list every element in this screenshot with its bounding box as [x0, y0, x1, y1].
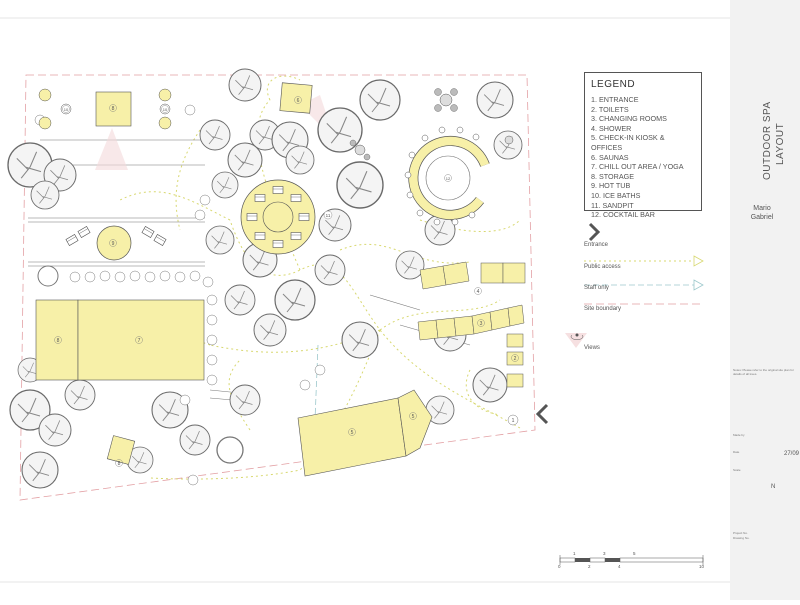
date-field: Date: [733, 450, 740, 454]
entrance-arrow-icon: [535, 403, 549, 425]
north-label: N: [771, 484, 776, 490]
legend-item: 2. TOILETS: [591, 104, 629, 114]
legend-item: 3. CHANGING ROOMS: [591, 114, 667, 124]
label-storage-3: 8: [118, 461, 121, 467]
legend-item: 4. SHOWER: [591, 123, 632, 133]
label-cocktail-bar: 12: [446, 176, 451, 181]
label-hot-tub: 9: [112, 241, 115, 247]
legend-item: 5. CHECK-IN KIOSK &: [591, 133, 665, 143]
scale-label-bottom-10: 10: [699, 564, 705, 569]
label-storage-2: 8: [112, 106, 115, 112]
storage-box-top: [95, 91, 132, 127]
scale-label-top-3: 3: [603, 551, 606, 556]
site-boundary-label: Site boundary: [584, 306, 622, 312]
scale-label-bottom-4: 4: [618, 564, 621, 569]
date-value: 27/09: [784, 451, 800, 457]
author-line-1: Mario: [753, 205, 771, 212]
author-line-2: Gabriel: [750, 214, 774, 221]
legend-item: 12. COCKTAIL BAR: [591, 210, 655, 220]
entrance-key-icon: [588, 222, 601, 242]
drawing-no-field: Drawing No.: [733, 536, 750, 540]
legend-heading: LEGEND: [591, 79, 636, 90]
label-saunas: 6: [297, 98, 300, 104]
public-access-key: [584, 255, 704, 267]
label-chill-out: 7: [138, 338, 141, 344]
legend-item: 9. HOT TUB: [591, 181, 631, 191]
entrance-key-label: Entrance: [584, 242, 609, 248]
title-block: [730, 0, 800, 600]
staff-only-key: [584, 279, 704, 291]
author: Mario Gabriel: [738, 204, 786, 222]
label-ice-baths-2: 10: [163, 107, 168, 112]
legend-item: 6. SAUNAS: [591, 152, 629, 162]
legend-item: OFFICES: [591, 142, 623, 152]
label-toilets: 2: [514, 356, 517, 362]
label-shower: 4: [477, 289, 480, 295]
scale-label-bottom-0: 0: [558, 564, 561, 569]
label-storage: 8: [57, 338, 60, 344]
label-sandpit: 11: [326, 213, 331, 218]
scale-label-bottom-2: 2: [588, 564, 591, 569]
site-boundary-line: [19, 74, 536, 501]
public-access-label: Public access: [584, 264, 621, 270]
label-ice-baths: 10: [64, 107, 69, 112]
label-kiosk-2: 5: [412, 414, 415, 420]
scale-field: Scale: [733, 468, 741, 472]
scale-label-top-1: 1: [573, 551, 576, 556]
sandpit: [240, 179, 316, 255]
notes-text: Notes: Please refer to the original site…: [733, 368, 794, 376]
legend-item: 11. SANDPIT: [591, 200, 634, 210]
made-by-field: Made by: [733, 433, 745, 437]
staff-only-label: Staff only: [584, 285, 609, 291]
views-key-icon: [565, 333, 587, 348]
title-line-2: LAYOUT: [775, 122, 786, 165]
views-label: Views: [584, 345, 600, 351]
label-entrance: 1: [512, 418, 515, 424]
legend-item: 10. ICE BATHS: [591, 190, 641, 200]
buildings: [35, 82, 526, 477]
legend-item: 1. ENTRANCE: [591, 95, 639, 104]
project-no-field: Project No.: [733, 531, 748, 535]
cafe-table: [349, 88, 514, 161]
cocktail-bar: [404, 126, 490, 226]
hot-tub: [65, 225, 167, 261]
views-cone: [95, 128, 128, 170]
legend-item: 7. CHILL OUT AREA / YOGA: [591, 162, 684, 172]
staff-path: [314, 344, 319, 421]
drawing-title: OUTDOOR SPA LAYOUT: [744, 80, 794, 180]
label-kiosk: 5: [351, 430, 354, 436]
scale-bar: [559, 555, 704, 565]
legend-item: 8. STORAGE: [591, 171, 635, 181]
label-changing-rooms: 3: [480, 321, 483, 327]
scale-label-top-5: 5: [633, 551, 636, 556]
title-line-1: OUTDOOR SPA: [762, 101, 773, 180]
